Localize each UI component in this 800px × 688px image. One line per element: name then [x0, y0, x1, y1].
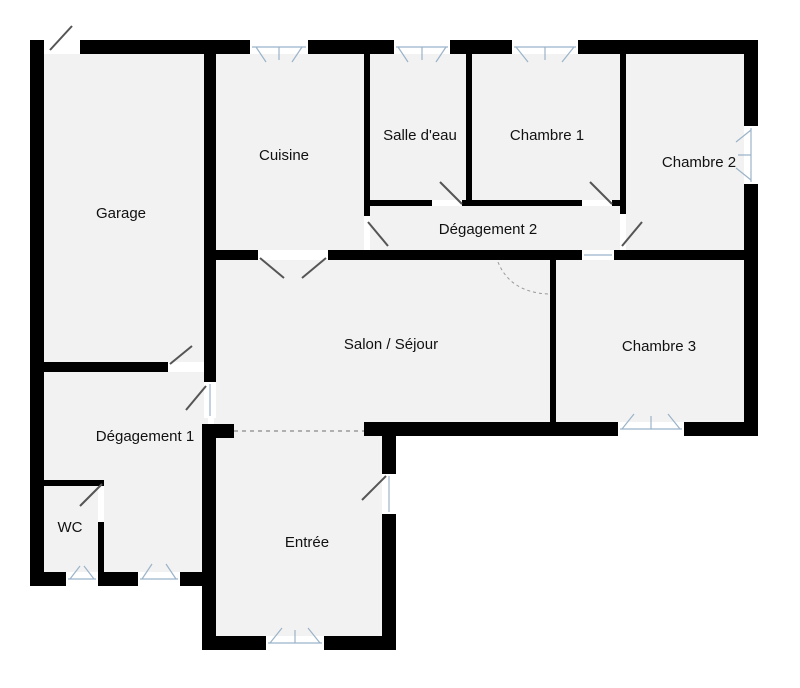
opening-door-chambre2-deg2 — [620, 214, 626, 250]
opening-door-wc — [98, 486, 104, 522]
wall-bottom-left — [30, 572, 208, 586]
opening-door-chambre1 — [582, 200, 612, 206]
entree-floor — [214, 424, 386, 638]
wall-wc-top — [42, 480, 104, 486]
window-chambre1 — [514, 46, 576, 63]
door-leaf-salleeau — [439, 181, 463, 205]
wall-chambre1-right — [620, 52, 626, 252]
wall-garage-right — [204, 52, 216, 382]
label-entree: Entrée — [285, 534, 329, 551]
door-leaf-entree — [361, 475, 387, 501]
door-leaf-cuisine-salon-a — [259, 257, 285, 279]
room-floors — [42, 52, 748, 638]
label-cuisine: Cuisine — [259, 147, 309, 164]
window-cuisine — [252, 46, 306, 63]
wall-right — [744, 40, 758, 436]
windows — [68, 46, 752, 644]
doors — [49, 25, 643, 507]
label-salon: Salon / Séjour — [344, 336, 438, 353]
door-leaf-chambre2-deg2 — [621, 221, 643, 247]
label-degagement2: Dégagement 2 — [439, 221, 537, 238]
upper-floor — [214, 52, 748, 252]
garage-floor — [42, 52, 208, 366]
window-entree — [268, 627, 322, 644]
door-leaf-chambre1 — [589, 181, 613, 205]
opening-door-cuisine-salon — [258, 250, 328, 260]
door-leaf-cuisine-deg2 — [367, 221, 389, 247]
door-leaf-cuisine-salon-b — [301, 257, 327, 279]
door-leaf-garage-deg1 — [185, 385, 207, 411]
wall-chambre3-left — [550, 258, 556, 426]
room-labels: Garage Cuisine Salle d'eau Chambre 1 Cha… — [58, 127, 737, 551]
wall-garage-bottom — [42, 362, 208, 372]
door-leaf-wc — [79, 483, 103, 507]
label-salle-eau: Salle d'eau — [383, 127, 457, 144]
salon-floor — [214, 258, 554, 424]
chambre3-floor — [554, 258, 748, 424]
label-chambre2: Chambre 2 — [662, 154, 736, 171]
window-chambre2 — [735, 128, 752, 182]
wall-entree-right — [382, 422, 396, 650]
door-leaf-garage — [49, 25, 73, 51]
wall-degagement2-top — [366, 200, 622, 206]
wall-salon-left-stub — [202, 424, 234, 438]
door-leaf-garage-bottom — [169, 345, 193, 365]
label-chambre1: Chambre 1 — [510, 127, 584, 144]
wall-salleeau-right — [466, 52, 472, 204]
degagement1-floor — [42, 372, 208, 578]
opening-door-garage-bottom — [168, 362, 204, 372]
opening-garage-door — [44, 40, 80, 54]
label-degagement1: Dégagement 1 — [96, 428, 194, 445]
opening-door-cuisine-deg2 — [364, 216, 370, 250]
wall-entree-left — [202, 424, 216, 648]
window-wc — [68, 565, 96, 580]
wall-cuisine-right — [364, 52, 370, 252]
window-chambre3 — [620, 413, 682, 430]
window-degagement1 — [140, 563, 178, 580]
door-arc-salon-chambre3 — [497, 261, 549, 295]
label-wc: WC — [58, 519, 83, 536]
opening-door-salleeau — [432, 200, 462, 206]
label-garage: Garage — [96, 205, 146, 222]
wall-bottom-right — [364, 422, 758, 436]
label-chambre3: Chambre 3 — [622, 338, 696, 355]
wall-wc-right — [98, 480, 104, 578]
wall-salon-top — [214, 250, 750, 260]
window-salleeau — [396, 46, 448, 63]
wall-left — [30, 40, 44, 586]
